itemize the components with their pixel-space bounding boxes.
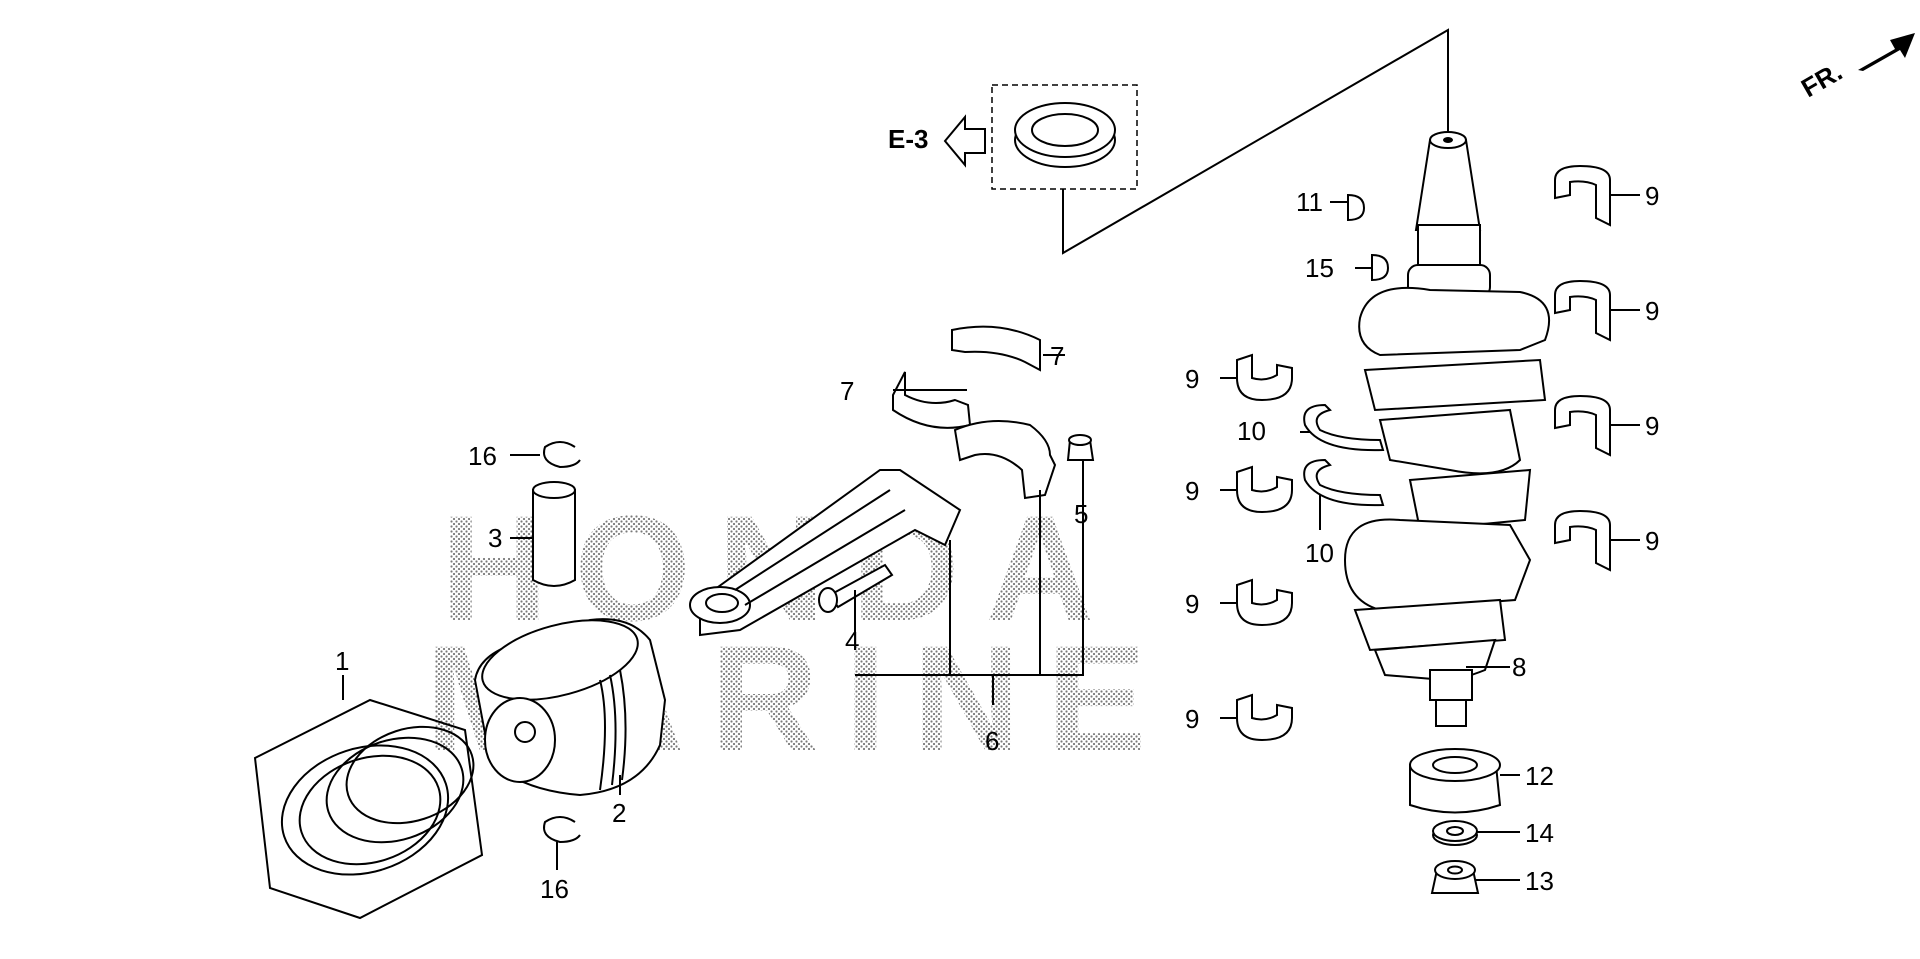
callout-9d: 9 — [1645, 526, 1659, 556]
washer-part — [1432, 820, 1478, 846]
woodruff-key-15-part — [1371, 253, 1390, 282]
callout-10b: 10 — [1305, 538, 1334, 568]
callout-3: 3 — [488, 523, 502, 553]
callout-16b: 16 — [540, 874, 569, 904]
oil-seal-box — [991, 84, 1138, 190]
main-bearing-shells-left — [1236, 353, 1293, 742]
rod-bolt-part — [818, 563, 894, 613]
callout-1: 1 — [335, 646, 349, 676]
callout-9a: 9 — [1645, 181, 1659, 211]
woodruff-key-11-part — [1347, 193, 1366, 222]
callout-12: 12 — [1525, 761, 1554, 791]
front-direction-arrow-icon — [1858, 33, 1915, 71]
crankshaft-gear-part — [1409, 748, 1502, 814]
callout-labels: 1 2 3 4 5 6 7 7 8 9 9 9 9 9 9 9 9 10 10 … — [335, 181, 1659, 904]
callout-9h: 9 — [1185, 704, 1199, 734]
piston-part — [473, 618, 667, 797]
callout-9f: 9 — [1185, 476, 1199, 506]
callout-9c: 9 — [1645, 411, 1659, 441]
callout-13: 13 — [1525, 866, 1554, 896]
connecting-rod-cap-part — [953, 420, 1057, 500]
callout-14: 14 — [1525, 818, 1554, 848]
callout-7b: 7 — [840, 376, 854, 406]
callout-4: 4 — [845, 626, 859, 656]
reference-label: E-3 — [888, 124, 928, 154]
front-direction-indicator: FR. — [1796, 33, 1915, 103]
piston-pin-part — [532, 481, 576, 587]
piston-pin-clip-top-part — [543, 441, 581, 469]
callout-5: 5 — [1074, 499, 1088, 529]
callout-10a: 10 — [1237, 416, 1266, 446]
rod-nut-part — [1066, 434, 1095, 461]
main-bearing-shells-right — [1554, 164, 1611, 572]
reference-arrow-icon — [943, 114, 986, 168]
callout-9g: 9 — [1185, 589, 1199, 619]
crankshaft-part — [1343, 131, 1550, 727]
front-direction-label: FR. — [1796, 56, 1847, 103]
thrust-washers — [1303, 403, 1385, 507]
callout-8: 8 — [1512, 652, 1526, 682]
callout-2: 2 — [612, 798, 626, 828]
callout-7a: 7 — [1050, 341, 1064, 371]
piston-pin-clip-bottom-part — [543, 816, 581, 844]
nut-part — [1430, 860, 1480, 894]
connecting-rod-bearings — [892, 325, 1041, 429]
callout-15: 15 — [1305, 253, 1334, 283]
callout-9b: 9 — [1645, 296, 1659, 326]
oil-seal-part — [1014, 102, 1116, 168]
callout-9e: 9 — [1185, 364, 1199, 394]
callout-16a: 16 — [468, 441, 497, 471]
callout-6: 6 — [985, 726, 999, 756]
piston-rings-part — [253, 698, 484, 920]
reference-e3-group: E-3 — [888, 28, 1449, 255]
connecting-rod-part — [689, 469, 962, 637]
leader-lines — [342, 194, 1640, 881]
callout-11: 11 — [1296, 187, 1323, 217]
